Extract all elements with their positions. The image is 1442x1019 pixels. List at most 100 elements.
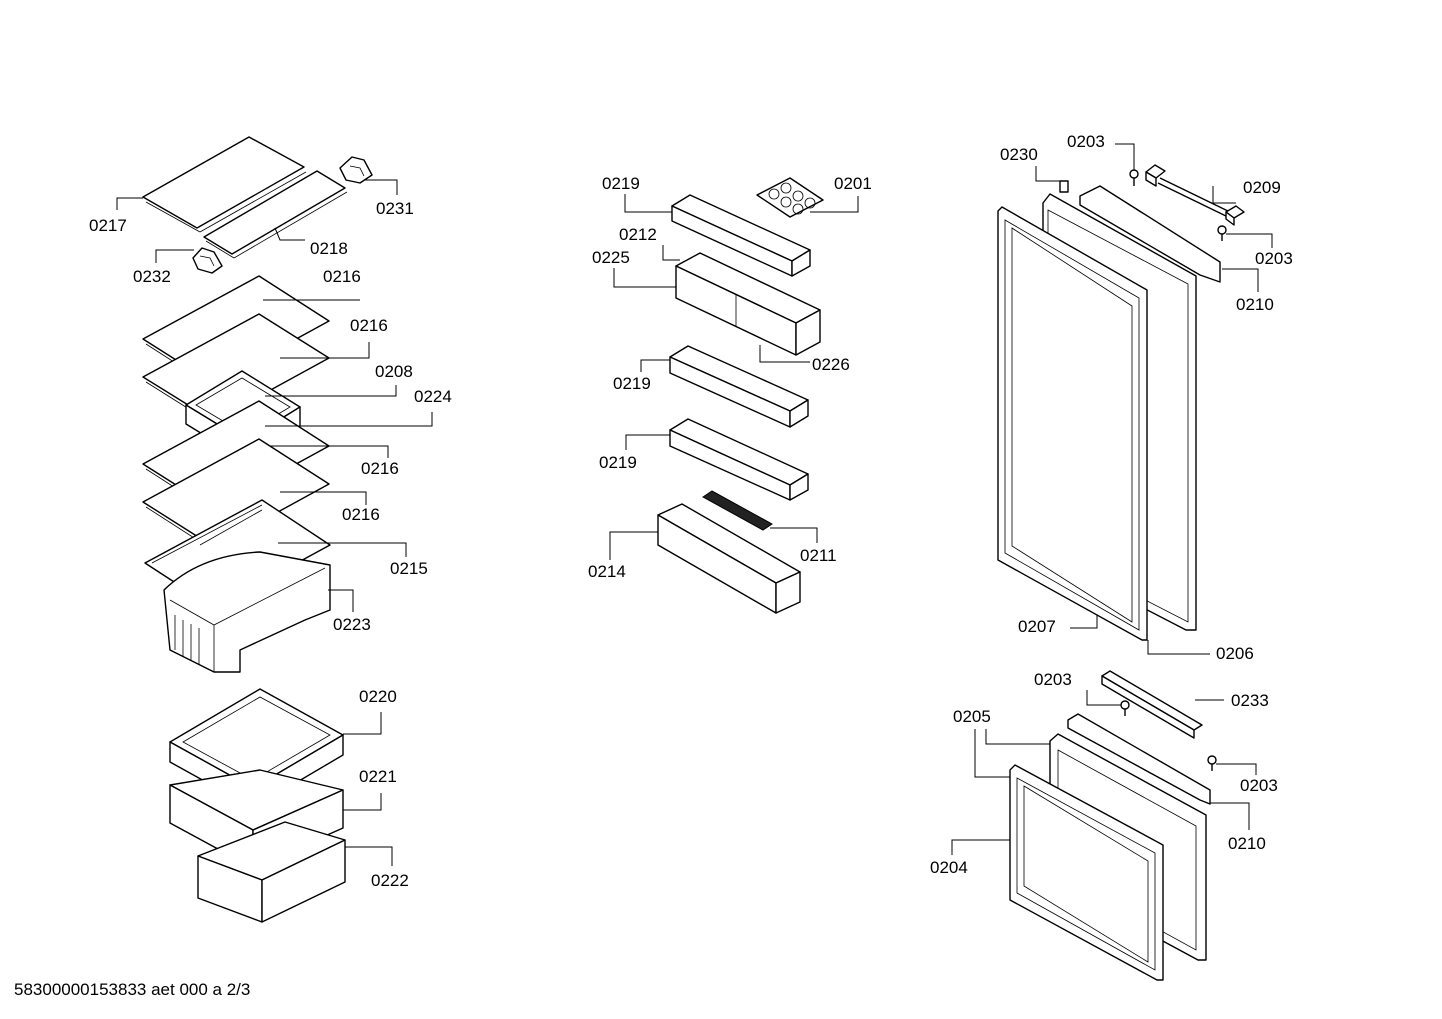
label-0232: 0232 — [133, 267, 171, 286]
part-0233-cover — [1101, 670, 1203, 739]
label-0226: 0226 — [812, 355, 850, 374]
part-0231-clip — [339, 156, 373, 184]
label-0206: 0206 — [1216, 644, 1254, 663]
part-0207-gasket — [997, 206, 1148, 641]
part-0232-clip — [192, 247, 223, 274]
label-0219-2: 0219 — [613, 374, 651, 393]
label-0223: 0223 — [333, 615, 371, 634]
part-0217-shelf — [142, 136, 307, 233]
leader-0218 — [274, 227, 305, 241]
middle-assembly: 0219 0201 0212 0225 0226 0219 0219 0211 … — [588, 174, 872, 614]
leader-0207 — [1070, 615, 1098, 629]
label-0212: 0212 — [619, 225, 657, 244]
label-0218: 0218 — [310, 239, 348, 258]
label-0217: 0217 — [89, 216, 127, 235]
part-0218-shelf — [203, 170, 348, 259]
leader-0210a — [1222, 268, 1259, 292]
leader-0222 — [345, 846, 393, 866]
label-0231: 0231 — [376, 199, 414, 218]
leader-0206 — [1147, 640, 1210, 655]
leader-0219b — [640, 359, 670, 372]
label-0216-1: 0216 — [323, 267, 361, 286]
leader-0203a — [1115, 143, 1135, 170]
right-assembly: 0230 0203 0209 0203 0210 0207 0206 0203 … — [930, 132, 1293, 981]
part-0201-egg-tray — [756, 177, 824, 218]
label-0205: 0205 — [953, 707, 991, 726]
label-0219-1: 0219 — [602, 174, 640, 193]
leader-0203b — [1226, 233, 1273, 248]
label-0215: 0215 — [390, 559, 428, 578]
leader-0205 — [985, 729, 1050, 745]
part-0209-bar — [1145, 164, 1245, 226]
part-0203-screw-4 — [1207, 755, 1217, 771]
part-0219-rack-2 — [669, 345, 809, 428]
label-0222: 0222 — [371, 871, 409, 890]
leader-0215 — [278, 542, 407, 557]
label-0216-4: 0216 — [342, 505, 380, 524]
label-0216-2: 0216 — [350, 316, 388, 335]
label-0201: 0201 — [834, 174, 872, 193]
leader-0204 — [951, 839, 1010, 855]
label-0209: 0209 — [1243, 178, 1281, 197]
leader-0223 — [328, 589, 354, 612]
left-assembly: 0217 0231 0218 0232 0216 0216 0208 0224 … — [89, 136, 452, 923]
leader-0216d — [280, 491, 367, 505]
leader-0217 — [116, 197, 143, 210]
leader-0232 — [155, 249, 194, 263]
part-0222-drawer — [197, 821, 346, 923]
part-0219-rack-3 — [669, 418, 809, 501]
part-0210-plate-1 — [1079, 185, 1221, 283]
leader-0224 — [265, 412, 433, 427]
leader-0219a — [624, 194, 672, 213]
label-0211: 0211 — [800, 546, 837, 565]
leader-0230 — [1035, 166, 1060, 182]
leader-0209 — [1212, 186, 1236, 204]
part-0223-crisper — [163, 551, 331, 673]
part-0204-gasket — [1009, 764, 1164, 981]
part-0210-plate-2 — [1067, 713, 1211, 805]
label-0203-3: 0203 — [1034, 670, 1072, 689]
label-0220: 0220 — [359, 687, 397, 706]
label-0203-1: 0203 — [1067, 132, 1105, 151]
label-0210-1: 0210 — [1236, 295, 1274, 314]
label-0208: 0208 — [375, 362, 413, 381]
label-0224: 0224 — [414, 387, 452, 406]
label-0214: 0214 — [588, 562, 626, 581]
label-0233: 0233 — [1231, 691, 1269, 710]
part-0211-strip — [702, 490, 773, 531]
label-0225: 0225 — [592, 248, 630, 267]
label-0207: 0207 — [1018, 617, 1056, 636]
document-reference: 58300000153833 aet 000 a 2/3 — [14, 980, 251, 999]
leader-0220 — [343, 712, 382, 735]
leader-0225 — [613, 268, 676, 288]
label-0221: 0221 — [359, 767, 397, 786]
label-0216-3: 0216 — [361, 459, 399, 478]
part-0230 — [1059, 180, 1069, 193]
leader-0208 — [265, 385, 397, 397]
leader-0216c — [270, 445, 389, 458]
leader-0203d — [1216, 763, 1257, 775]
leader-0211 — [770, 527, 818, 543]
label-0203-4: 0203 — [1240, 776, 1278, 795]
part-0226-butter-box — [675, 252, 821, 356]
leader-0212 — [662, 245, 680, 261]
part-0203-screw-2 — [1217, 225, 1227, 241]
label-0203-2: 0203 — [1255, 249, 1293, 268]
leader-0201 — [810, 196, 859, 213]
leader-0219c — [625, 434, 670, 450]
part-0214-bottle-rack — [657, 503, 801, 614]
leader-0221 — [343, 793, 382, 811]
label-0219-3: 0219 — [599, 453, 637, 472]
part-0203-screw-3 — [1120, 700, 1130, 716]
label-0230: 0230 — [1000, 145, 1038, 164]
part-0219-rack-1 — [671, 194, 811, 277]
leader-0210b — [1210, 802, 1250, 830]
leader-0214 — [609, 531, 658, 560]
leader-0205-b — [974, 729, 1010, 778]
label-0204: 0204 — [930, 858, 968, 877]
leader-0231 — [365, 179, 398, 195]
leader-0203c — [1086, 690, 1121, 706]
leader-0216b — [280, 342, 370, 359]
part-0203-screw-1 — [1129, 169, 1139, 186]
